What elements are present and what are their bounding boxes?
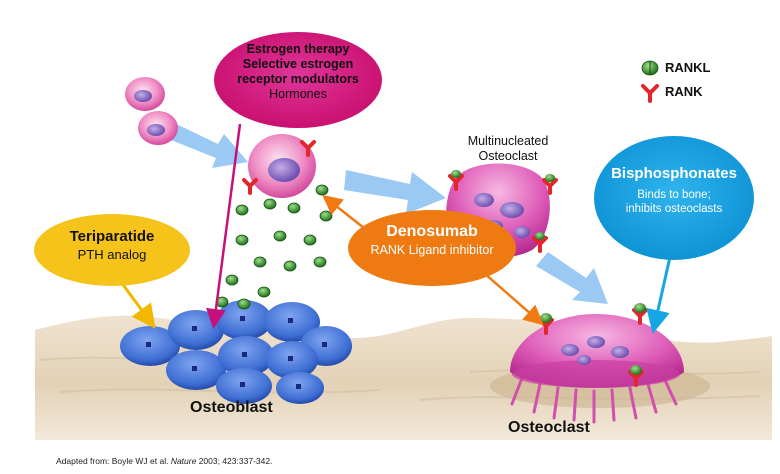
estrogen-arrow <box>206 123 242 329</box>
legend-rankl-label: RANKL <box>665 60 711 75</box>
precursor-cell-large <box>248 134 316 198</box>
multinucleated-osteoclast-label: Multinucleated Osteoclast <box>448 134 568 164</box>
rank-receptors <box>242 140 648 387</box>
denosumab-title: Denosumab <box>386 223 478 240</box>
denosumab-subtitle: RANK Ligand inhibitor <box>370 243 494 257</box>
estrogen-bubble-text: Estrogen therapy Selective estrogen rece… <box>218 42 378 102</box>
bisphosphonates-bubble-text: Bisphosphonates Binds to bone; inhibits … <box>596 164 752 216</box>
precursor-cell-1 <box>125 77 165 111</box>
citation-journal: Nature <box>170 456 197 466</box>
citation-prefix: Adapted from: Boyle WJ et al. <box>56 456 171 466</box>
citation-suffix: 2003; 423:337-342. <box>196 456 273 466</box>
flow-arrow-to-multinucleated <box>344 170 446 214</box>
legend-rankl-icon <box>641 60 659 76</box>
teriparatide-bubble-text: Teriparatide PTH analog <box>38 228 186 263</box>
osteoclast-label: Osteoclast <box>508 419 590 436</box>
rankl-molecules <box>215 184 333 310</box>
estrogen-line1: Estrogen therapy <box>246 42 350 56</box>
teriparatide-arrow <box>116 277 156 329</box>
bisphosphonates-line2: inhibits osteoclasts <box>625 203 723 215</box>
teriparatide-bubble <box>34 214 190 286</box>
legend-rank-icon <box>641 84 659 103</box>
teriparatide-title: Teriparatide <box>69 228 155 245</box>
bisphosphonates-bubble <box>594 136 754 260</box>
estrogen-line3: receptor modulators <box>237 72 359 86</box>
denosumab-bubble-text: Denosumab RANK Ligand inhibitor <box>352 222 512 259</box>
legend-rank-label: RANK <box>665 84 703 99</box>
bisphosphonates-arrow <box>646 247 674 334</box>
multinucleated-line1: Multinucleated <box>467 134 549 148</box>
multinucleated-line2: Osteoclast <box>478 149 538 163</box>
flow-arrow-to-osteoclast <box>536 252 608 304</box>
osteoblast-label: Osteoblast <box>190 399 273 416</box>
estrogen-bubble <box>214 32 382 128</box>
precursor-cell-2 <box>138 111 178 145</box>
estrogen-line2: Selective estrogen <box>242 57 354 71</box>
bisphosphonates-line1: Binds to bone; <box>637 189 711 201</box>
denosumab-bubble <box>348 210 516 286</box>
estrogen-line4: Hormones <box>269 87 327 101</box>
flow-arrow-precursor <box>166 122 248 168</box>
bisphosphonates-title: Bisphosphonates <box>611 165 737 182</box>
teriparatide-subtitle: PTH analog <box>77 247 147 262</box>
citation: Adapted from: Boyle WJ et al. Nature 200… <box>56 456 272 466</box>
denosumab-arrow-to-rankl <box>322 194 365 229</box>
